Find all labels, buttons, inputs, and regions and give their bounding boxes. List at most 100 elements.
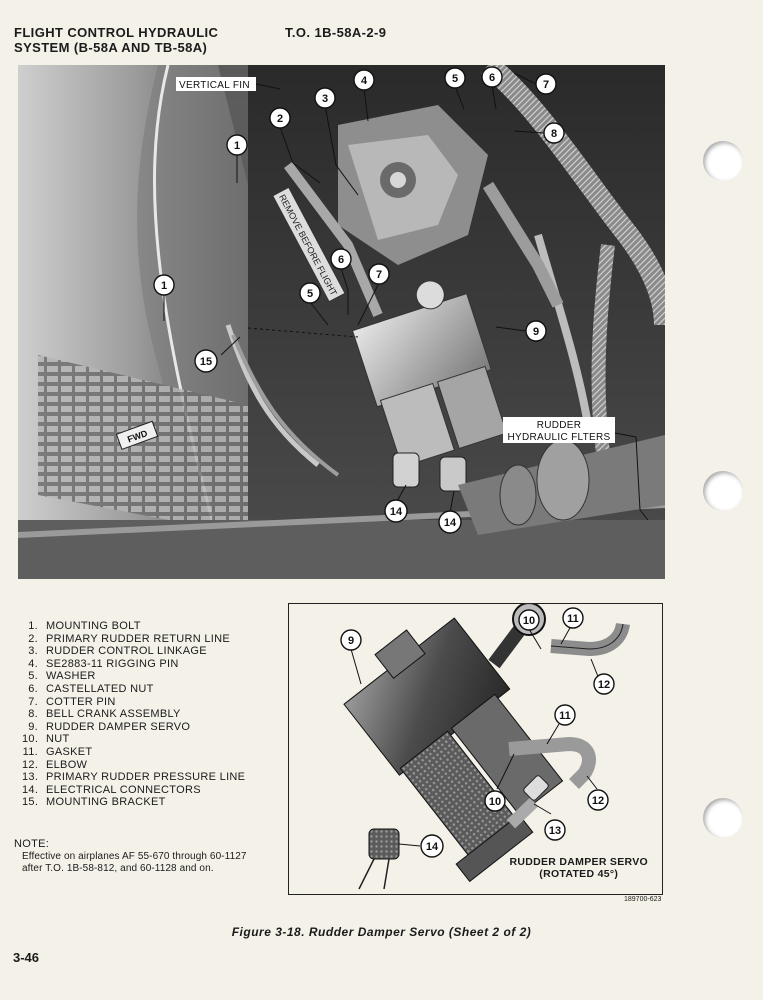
legend-item: 4. SE2883-11 RIGGING PIN bbox=[22, 658, 245, 671]
legend-item-number: 12. bbox=[22, 758, 39, 771]
legend-item-number: 10. bbox=[22, 733, 39, 746]
note-title: NOTE: bbox=[14, 838, 50, 850]
legend-item-number: 14. bbox=[22, 783, 39, 796]
callout-6-upper: 6 bbox=[481, 66, 503, 88]
svg-text:7: 7 bbox=[543, 79, 549, 91]
svg-text:9: 9 bbox=[348, 635, 354, 647]
callout-4: 4 bbox=[353, 69, 375, 91]
svg-text:1: 1 bbox=[234, 140, 240, 152]
legend-item-text: ELBOW bbox=[46, 758, 88, 771]
callout-9-upper: 9 bbox=[525, 320, 547, 342]
note-text: Effective on airplanes AF 55-670 through… bbox=[22, 851, 247, 874]
inset-callout-12-upper: 12 bbox=[593, 673, 615, 695]
binder-hole-middle bbox=[703, 471, 743, 511]
svg-text:2: 2 bbox=[277, 113, 283, 125]
callout-7-lower: 7 bbox=[368, 263, 390, 285]
callout-3: 3 bbox=[314, 87, 336, 109]
legend-item-text: MOUNTING BOLT bbox=[46, 620, 141, 632]
servo-detail-inset: 9 10 11 12 11 10 12 13 14 RUDDER DAMPER … bbox=[288, 603, 663, 895]
inset-callout-12-lower: 12 bbox=[587, 789, 609, 811]
callout-2: 2 bbox=[269, 107, 291, 129]
callout-1-lower: 1 bbox=[153, 274, 175, 296]
svg-text:8: 8 bbox=[551, 128, 557, 140]
section-title-line2: SYSTEM (B-58A AND TB-58A) bbox=[14, 40, 208, 55]
legend-item-text: RUDDER CONTROL LINKAGE bbox=[46, 645, 207, 658]
legend-item: 6.CASTELLATED NUT bbox=[22, 683, 245, 696]
binder-hole-top bbox=[703, 141, 743, 181]
inset-callout-10-upper: 10 bbox=[518, 609, 540, 631]
legend-item: 12. ELBOW bbox=[22, 759, 245, 772]
legend-item: 7. COTTER PIN bbox=[22, 696, 245, 709]
inset-callout-13: 13 bbox=[544, 819, 566, 841]
legend-item-number: 1. bbox=[28, 620, 38, 632]
legend-item-number: 11. bbox=[22, 745, 38, 758]
svg-text:6: 6 bbox=[489, 72, 495, 84]
legend-item-number: 8. bbox=[28, 708, 38, 721]
installation-photo: REMOVE BEFORE FLIGHT FWD VERTICAL FIN RU… bbox=[18, 65, 665, 579]
svg-text:12: 12 bbox=[598, 679, 610, 691]
svg-text:11: 11 bbox=[559, 710, 571, 722]
callout-5-lower: 5 bbox=[299, 282, 321, 304]
legend-item: 8. BELL CRANK ASSEMBLY bbox=[22, 708, 245, 721]
legend-item: 3. RUDDER CONTROL LINKAGE bbox=[22, 645, 245, 658]
legend-item-text: WASHER bbox=[46, 670, 96, 683]
legend-item-text: MOUNTING BRACKET bbox=[46, 796, 166, 809]
legend-item: 9. RUDDER DAMPER SERVO bbox=[22, 721, 245, 734]
inset-caption: RUDDER DAMPER SERVO (ROTATED 45°) bbox=[509, 856, 648, 880]
legend-item: 5. WASHER bbox=[22, 670, 245, 683]
svg-text:10: 10 bbox=[489, 796, 501, 808]
svg-text:5: 5 bbox=[452, 73, 458, 85]
legend-item: 14. ELECTRICAL CONNECTORS bbox=[22, 784, 245, 797]
svg-text:13: 13 bbox=[549, 825, 561, 837]
technical-order-number: T.O. 1B-58A-2-9 bbox=[285, 25, 387, 40]
inset-callout-9: 9 bbox=[340, 629, 362, 651]
svg-text:14: 14 bbox=[444, 517, 457, 529]
svg-text:12: 12 bbox=[592, 795, 604, 807]
callout-6-lower: 6 bbox=[330, 248, 352, 270]
legend-item: 2. PRIMARY RUDDER RETURN LINE bbox=[22, 633, 245, 646]
section-title: FLIGHT CONTROL HYDRAULIC SYSTEM (B-58A A… bbox=[14, 25, 274, 55]
legend-item-text: RUDDER DAMPER SERVO bbox=[46, 720, 191, 733]
vertical-fin-label: VERTICAL FIN bbox=[179, 80, 250, 91]
section-title-line1: FLIGHT CONTROL HYDRAULIC bbox=[14, 25, 219, 40]
legend-item-text: NUT bbox=[46, 733, 70, 746]
legend-item-text: CASTELLATED NUT bbox=[46, 682, 154, 695]
callout-1-upper: 1 bbox=[226, 134, 248, 156]
legend-item-text: BELL CRANK ASSEMBLY bbox=[46, 708, 181, 721]
callout-8: 8 bbox=[543, 122, 565, 144]
legend-item-text: PRIMARY RUDDER PRESSURE LINE bbox=[46, 771, 246, 784]
rudder-filters-label-line2: HYDRAULIC FLTERS bbox=[508, 432, 611, 443]
svg-text:10: 10 bbox=[523, 615, 535, 627]
legend-item-text: COTTER PIN bbox=[46, 695, 116, 708]
legend-item: 10. NUT bbox=[22, 733, 245, 746]
svg-text:11: 11 bbox=[567, 613, 579, 625]
inset-caption-line1: RUDDER DAMPER SERVO bbox=[509, 856, 648, 868]
legend-item-number: 4. bbox=[28, 657, 38, 670]
legend-item-number: 13. bbox=[22, 771, 39, 784]
legend-item-number: 2. bbox=[28, 632, 38, 645]
installation-photo-drawing: REMOVE BEFORE FLIGHT FWD VERTICAL FIN RU… bbox=[18, 65, 665, 579]
legend-item: 15. MOUNTING BRACKET bbox=[22, 796, 245, 809]
legend-item-text: ELECTRICAL CONNECTORS bbox=[46, 783, 201, 796]
svg-text:3: 3 bbox=[322, 93, 328, 105]
legend-item-text: PRIMARY RUDDER RETURN LINE bbox=[46, 632, 231, 645]
figure-caption: Figure 3-18. Rudder Damper Servo (Sheet … bbox=[231, 925, 532, 939]
rudder-filters-label-line1: RUDDER bbox=[537, 420, 582, 431]
callout-7-upper: 7 bbox=[535, 73, 557, 95]
legend-item-number: 5. bbox=[28, 670, 38, 683]
legend-item-text: SE2883-11 RIGGING PIN bbox=[46, 657, 179, 670]
inset-callout-10-lower: 10 bbox=[484, 790, 506, 812]
legend-item-number: 3. bbox=[28, 645, 38, 658]
callout-15: 15 bbox=[194, 349, 218, 373]
legend-item-number: 15. bbox=[22, 796, 39, 809]
legend-item-number: 7. bbox=[28, 695, 38, 708]
figure-reference-number: 189700-623 bbox=[624, 896, 662, 903]
inset-callout-11-lower: 11 bbox=[554, 704, 576, 726]
svg-text:4: 4 bbox=[361, 75, 368, 87]
svg-text:14: 14 bbox=[390, 506, 403, 518]
legend-item: 1. MOUNTING BOLT bbox=[22, 620, 245, 633]
legend-item-number: 9. bbox=[28, 720, 38, 733]
legend-item: 13. PRIMARY RUDDER PRESSURE LINE bbox=[22, 771, 245, 784]
svg-text:6: 6 bbox=[338, 254, 344, 266]
svg-text:15: 15 bbox=[200, 356, 212, 368]
